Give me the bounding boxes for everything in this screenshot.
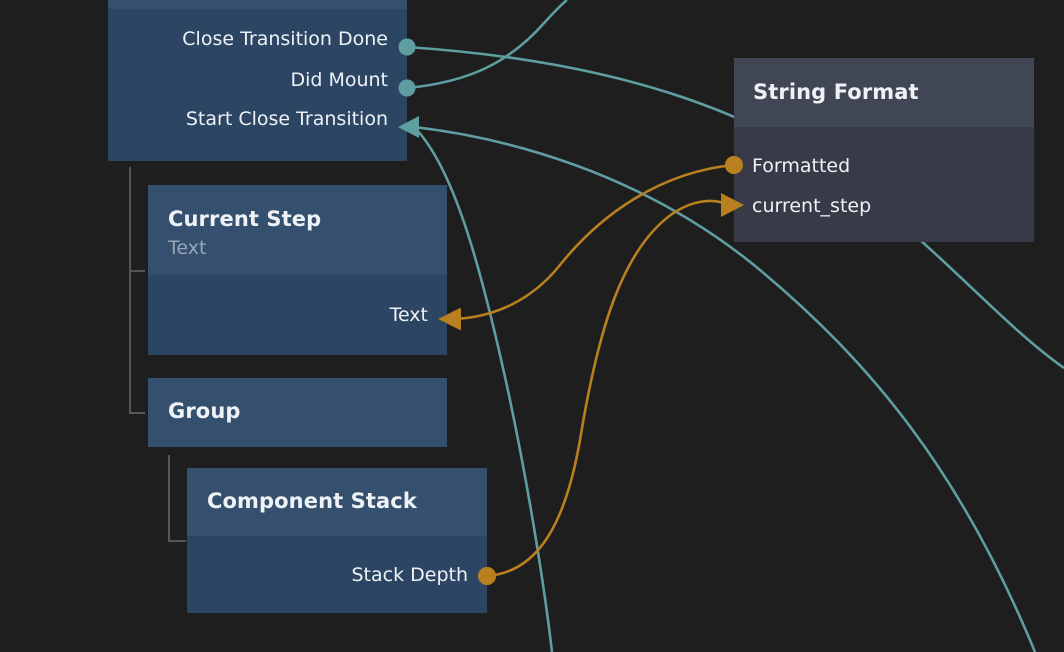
node-current-step-title: Current Step — [168, 207, 322, 231]
node-string-format-header: String Format — [734, 58, 1034, 127]
edge-did-mount — [406, 0, 568, 90]
node-component-stack[interactable]: Component Stack Stack Depth — [187, 468, 487, 613]
node-component-stack-header: Component Stack — [187, 468, 487, 536]
node-group[interactable]: Group — [148, 378, 447, 447]
node-group-header: Group — [148, 378, 447, 447]
port-row-current-step-input[interactable]: current_step — [734, 192, 1034, 220]
port-label-stack-depth: Stack Depth — [351, 563, 468, 586]
node-component-header — [108, 0, 407, 9]
port-row-stack-depth[interactable]: Stack Depth — [187, 561, 487, 589]
port-label-start-close-transition: Start Close Transition — [185, 107, 388, 130]
port-label-did-mount: Did Mount — [290, 68, 388, 91]
node-current-step-subtitle: Text — [168, 237, 207, 259]
tree-connector-trunk-2 — [168, 455, 171, 541]
node-string-format-body: Formatted current_step — [734, 127, 1034, 220]
port-row-close-transition-done[interactable]: Close Transition Done — [108, 25, 407, 53]
tree-connector-branch-current-step — [129, 270, 145, 273]
tree-connector-branch-group — [129, 412, 145, 415]
port-label-current-step-input: current_step — [752, 194, 872, 217]
tree-connector-trunk-1 — [129, 167, 132, 413]
node-component[interactable]: Close Transition Done Did Mount Start Cl… — [108, 0, 407, 161]
node-string-format[interactable]: String Format Formatted current_step — [734, 58, 1034, 242]
node-component-stack-body: Stack Depth — [187, 536, 487, 589]
node-current-step-body: Text — [148, 275, 447, 329]
port-label-formatted: Formatted — [752, 154, 851, 177]
node-component-body: Close Transition Done Did Mount Start Cl… — [108, 9, 407, 133]
node-component-stack-title: Component Stack — [207, 489, 417, 513]
port-label-current-step-text: Text — [389, 303, 428, 326]
node-current-step-header: Current Step Text — [148, 185, 447, 275]
tree-connector-branch-component-stack — [168, 540, 186, 543]
port-row-start-close-transition[interactable]: Start Close Transition — [108, 105, 407, 133]
port-row-current-step-text[interactable]: Text — [148, 301, 447, 329]
port-label-close-transition-done: Close Transition Done — [182, 27, 388, 50]
port-row-did-mount[interactable]: Did Mount — [108, 66, 407, 94]
edge-formatted-to-current-step-text — [454, 163, 735, 321]
node-current-step[interactable]: Current Step Text Text — [148, 185, 447, 355]
edge-stack-depth-to-current-step — [486, 199, 727, 578]
node-string-format-title: String Format — [753, 80, 919, 104]
node-group-title: Group — [168, 399, 241, 423]
port-row-formatted[interactable]: Formatted — [734, 152, 1034, 180]
